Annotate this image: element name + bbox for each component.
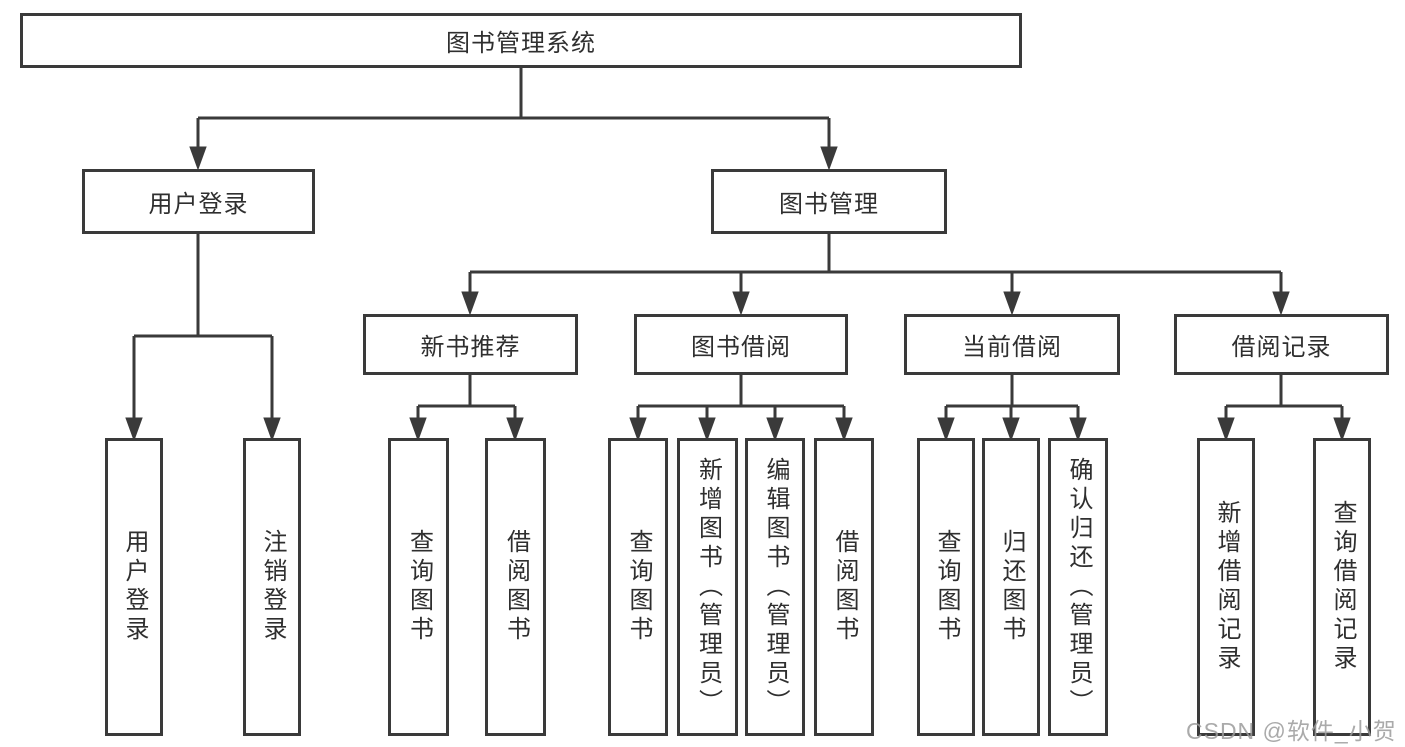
leaf-add-borrow-record: 新增借阅记录: [1197, 438, 1255, 736]
node-book-management-module: 图书管理: [711, 169, 947, 234]
leaf-query-books-3: 查询图书: [917, 438, 975, 736]
leaf-borrow-books-2: 借阅图书: [814, 438, 874, 736]
node-current-borrowing: 当前借阅: [904, 314, 1120, 375]
node-book-borrowing: 图书借阅: [634, 314, 848, 375]
node-root-system: 图书管理系统: [20, 13, 1022, 68]
leaf-query-borrow-record: 查询借阅记录: [1313, 438, 1371, 736]
leaf-return-book: 归还图书: [982, 438, 1040, 736]
leaf-edit-book-admin: 编辑图书（管理员）: [745, 438, 805, 736]
leaf-confirm-return-admin: 确认归还（管理员）: [1048, 438, 1108, 736]
leaf-query-books-2: 查询图书: [608, 438, 668, 736]
node-user-login-module: 用户登录: [82, 169, 315, 234]
node-new-book-recommendation: 新书推荐: [363, 314, 578, 375]
leaf-logout: 注销登录: [243, 438, 301, 736]
leaf-query-books-1: 查询图书: [388, 438, 449, 736]
leaf-add-book-admin: 新增图书（管理员）: [677, 438, 738, 736]
node-borrowing-records: 借阅记录: [1174, 314, 1389, 375]
leaf-borrow-books-1: 借阅图书: [485, 438, 546, 736]
csdn-watermark: CSDN @软件_小贺同学: [1186, 718, 1397, 744]
leaf-user-login: 用户登录: [105, 438, 163, 736]
